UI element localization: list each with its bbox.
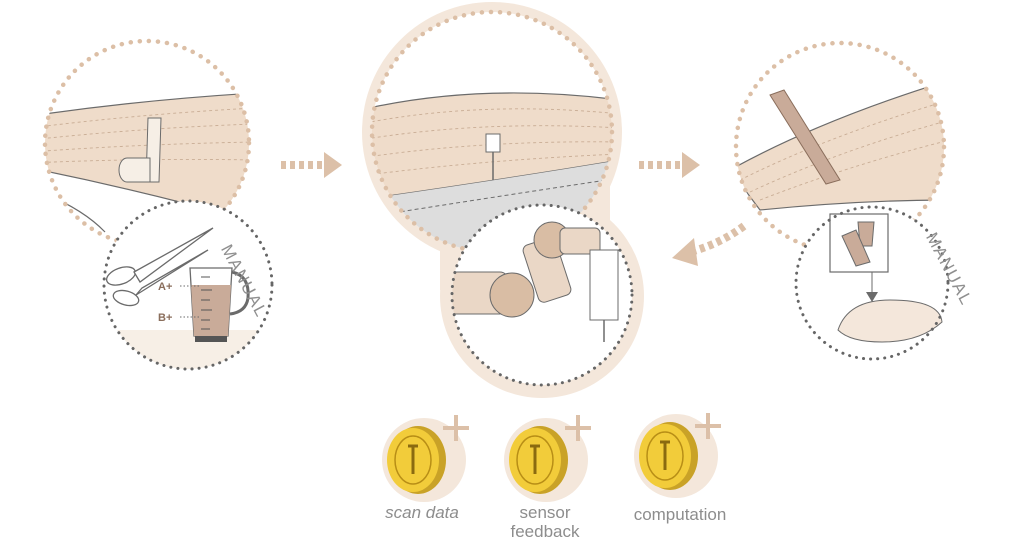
label-b-plus: B+ bbox=[158, 312, 172, 324]
robot-arm-icon bbox=[452, 221, 619, 342]
label-a-plus: A+ bbox=[158, 281, 172, 293]
detail-circle-left-bg bbox=[104, 201, 272, 369]
arrow-right-icon bbox=[639, 152, 700, 178]
brush-icon bbox=[829, 213, 889, 302]
dotted-circle-left-detail bbox=[102, 199, 274, 371]
plus-icon bbox=[443, 415, 469, 441]
fabric-scene-left bbox=[45, 41, 249, 245]
plus-icon bbox=[695, 413, 721, 439]
dotted-circle-left bbox=[42, 38, 252, 248]
plus-icon bbox=[565, 415, 591, 441]
dotted-circle-center bbox=[369, 9, 615, 255]
input-label-sensor-feedback: sensor feedback bbox=[510, 503, 580, 541]
dotted-circle-center-detail bbox=[450, 203, 634, 387]
input-scan-data bbox=[382, 415, 469, 502]
coin-icon bbox=[639, 422, 698, 490]
arrow-left-icon bbox=[672, 222, 747, 266]
measuring-cup-icon bbox=[180, 267, 250, 342]
scissors-icon bbox=[105, 227, 214, 307]
dotted-circle-right-detail bbox=[794, 205, 950, 361]
coin-icon bbox=[387, 426, 446, 494]
input-label-scan-data: scan data bbox=[385, 503, 459, 522]
pillow-icon bbox=[837, 299, 943, 343]
input-computation bbox=[634, 413, 721, 498]
step-robotic bbox=[362, 2, 644, 398]
step-manual-finish bbox=[733, 40, 950, 361]
input-label-computation: computation bbox=[633, 505, 727, 524]
arrow-right-icon bbox=[281, 152, 342, 178]
coin-icon bbox=[509, 426, 568, 494]
step-manual-prep: A+ B+ bbox=[42, 38, 274, 371]
input-sensor-feedback bbox=[504, 415, 591, 502]
